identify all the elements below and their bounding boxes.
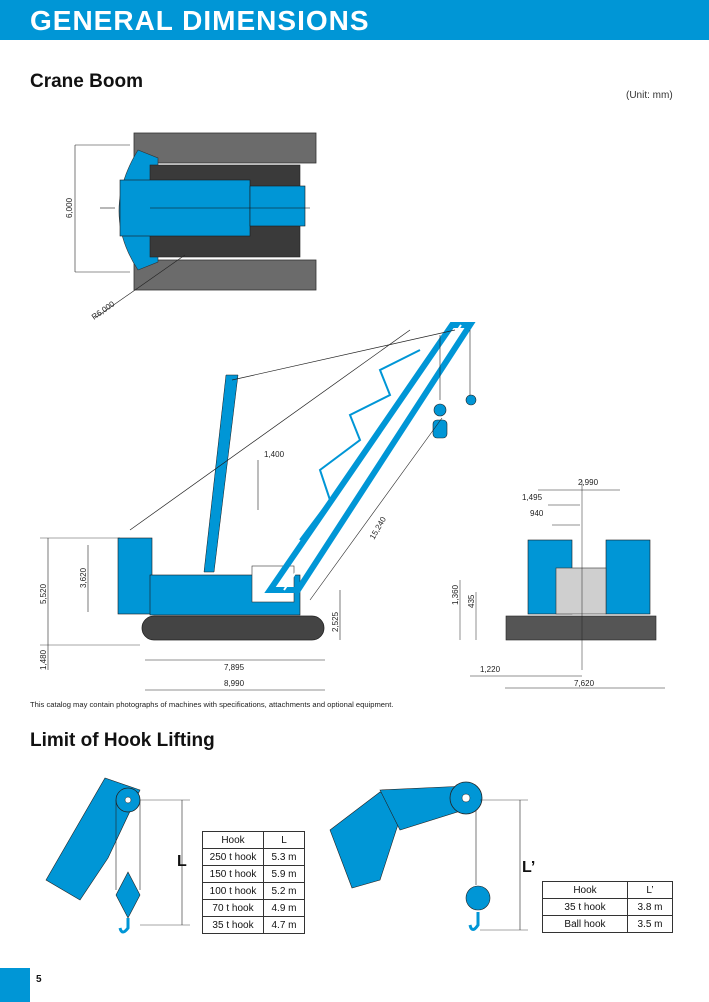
table-row: 250 t hook 5.3 m	[202, 848, 305, 866]
dim-top-width: 6,000	[65, 197, 74, 218]
table-cell: 5.2 m	[263, 882, 305, 900]
page-number-tab	[0, 968, 30, 1002]
dim-rear-1220: 1,220	[480, 665, 501, 674]
section-title-hook-lifting: Limit of Hook Lifting	[30, 730, 215, 751]
dim-rear-1495: 1,495	[522, 493, 543, 502]
table-header-cell: L	[263, 831, 305, 849]
dim-side-1400: 1,400	[264, 450, 285, 459]
dim-rear-1360: 1,360	[451, 584, 460, 605]
table-cell: Ball hook	[542, 915, 628, 933]
dim-side-7895: 7,895	[224, 663, 245, 672]
table-header-row: Hook L	[202, 831, 305, 849]
hook-table-2: Hook L’ 35 t hook 3.8 m Ball hook 3.5 m	[542, 881, 673, 933]
table-header-row: Hook L’	[542, 881, 673, 899]
table-row: 70 t hook 4.9 m	[202, 899, 305, 917]
dim-side-3620: 3,620	[79, 567, 88, 588]
label-hook-L: L	[177, 853, 187, 870]
rear-view-drawing	[459, 480, 665, 689]
table-cell: 150 t hook	[202, 865, 264, 883]
table-header-cell: L’	[627, 881, 673, 899]
table-header-cell: Hook	[542, 881, 628, 899]
top-view-drawing	[74, 132, 317, 319]
dim-side-2525: 2,525	[331, 611, 340, 632]
table-cell: 70 t hook	[202, 899, 264, 917]
dim-rear-2990: 2,990	[578, 478, 599, 487]
table-row: 35 t hook 4.7 m	[202, 916, 305, 934]
dim-side-5520: 5,520	[39, 583, 48, 604]
table-row: Ball hook 3.5 m	[542, 915, 673, 933]
page-title: GENERAL DIMENSIONS	[30, 5, 370, 36]
section-title-crane-boom: Crane Boom	[30, 71, 143, 92]
table-row: 35 t hook 3.8 m	[542, 898, 673, 916]
table-header-cell: Hook	[202, 831, 264, 849]
unit-note: (Unit: mm)	[626, 90, 673, 101]
dim-top-radius: R6,000	[90, 299, 117, 321]
table-cell: 3.5 m	[627, 915, 673, 933]
side-view-drawing	[40, 322, 477, 691]
dim-rear-435: 435	[467, 594, 476, 608]
dim-side-15240: 15,240	[368, 515, 388, 541]
dim-side-1480: 1,480	[39, 649, 48, 670]
table-cell: 5.9 m	[263, 865, 305, 883]
hook-lifting-drawing-right	[329, 781, 528, 931]
table-cell: 4.7 m	[263, 916, 305, 934]
page-number: 5	[36, 974, 42, 985]
dim-side-8990: 8,990	[224, 679, 245, 688]
table-cell: 5.3 m	[263, 848, 305, 866]
disclaimer: This catalog may contain photographs of …	[30, 700, 394, 709]
label-hook-L-prime: L’	[522, 859, 535, 876]
table-row: 100 t hook 5.2 m	[202, 882, 305, 900]
table-cell: 250 t hook	[202, 848, 264, 866]
header-band	[0, 0, 709, 40]
hook-lifting-drawing-left	[45, 777, 190, 934]
table-row: 150 t hook 5.9 m	[202, 865, 305, 883]
hook-table-1: Hook L 250 t hook 5.3 m 150 t hook 5.9 m…	[202, 831, 305, 934]
table-cell: 3.8 m	[627, 898, 673, 916]
table-cell: 100 t hook	[202, 882, 264, 900]
table-cell: 35 t hook	[542, 898, 628, 916]
table-cell: 4.9 m	[263, 899, 305, 917]
table-cell: 35 t hook	[202, 916, 264, 934]
dim-rear-7620: 7,620	[574, 679, 595, 688]
dim-rear-940: 940	[530, 509, 544, 518]
